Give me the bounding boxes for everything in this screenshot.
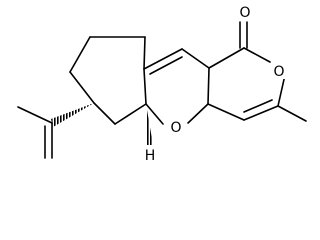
- cyclohexene-ring: [69, 36, 147, 125]
- svg-text:O: O: [239, 5, 250, 21]
- svg-text:H: H: [145, 148, 156, 164]
- pyranone-ring: [207, 47, 286, 121]
- methyl-bond: [277, 105, 307, 122]
- carbonyl-bond: [239, 21, 248, 49]
- hashed-wedge-hydrogen: [146, 104, 153, 145]
- atom-label-ring-oxygen-pyranone: O: [272, 62, 286, 80]
- svg-text:O: O: [273, 64, 284, 80]
- hashed-wedge-bond: [51, 103, 94, 127]
- isopropenyl-group: [17, 106, 53, 159]
- atom-label-ring-oxygen-pyran: O: [168, 118, 184, 136]
- molecular-structure: O O O H: [17, 3, 307, 164]
- atom-label-stereo-hydrogen: H: [143, 145, 157, 164]
- pyran-ring: [143, 48, 210, 125]
- svg-text:O: O: [170, 120, 181, 136]
- atom-label-carbonyl-oxygen: O: [238, 3, 252, 21]
